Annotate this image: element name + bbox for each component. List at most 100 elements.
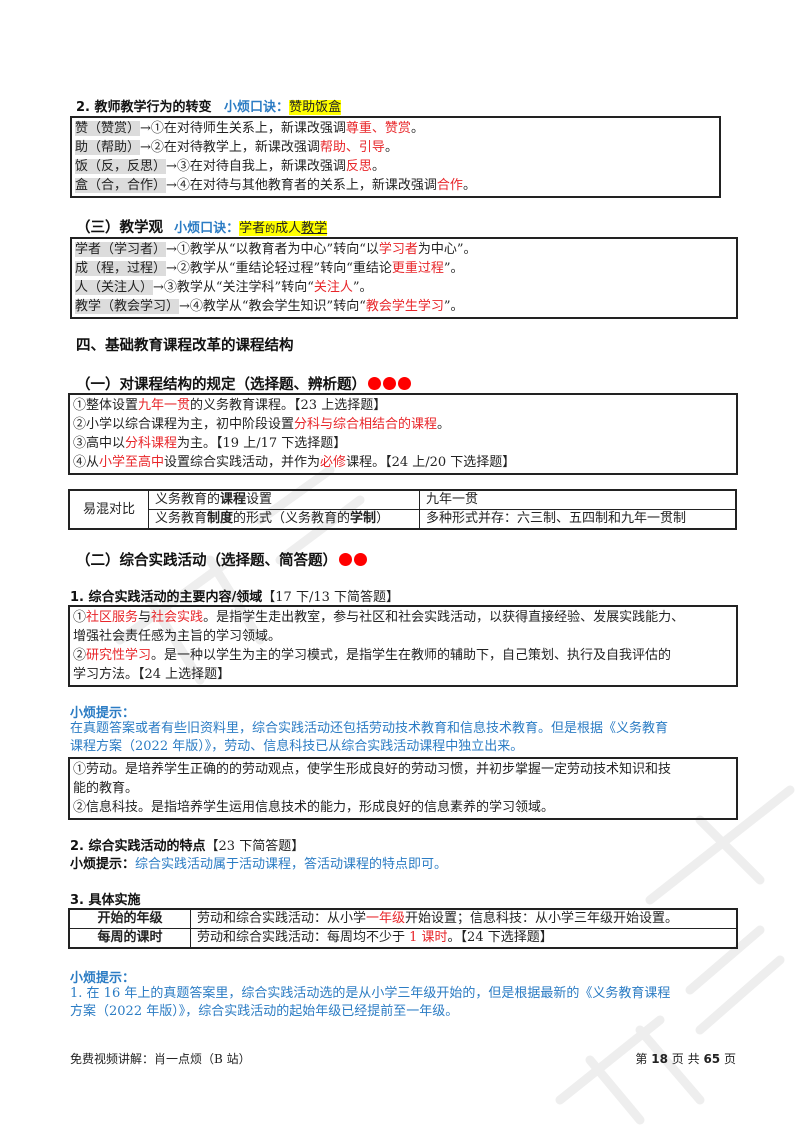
mnemonic-part: 学者 bbox=[239, 221, 266, 236]
compare-label: 易混对比 bbox=[68, 489, 149, 530]
highlight-text: 分科课程 bbox=[125, 436, 178, 451]
text-segment: 。【24 下选择题】 bbox=[447, 930, 553, 945]
highlight-text: 帮助、引导 bbox=[319, 140, 385, 155]
table-row: 易混对比 义务教育的课程设置 九年一贯 bbox=[68, 489, 737, 530]
text-segment: →③教学从“关注学科”转向“ bbox=[153, 280, 314, 295]
highlight-text: 学习者 bbox=[378, 242, 418, 257]
table-cell: 多种形式并存：六三制、五四制和九年一贯制 bbox=[419, 509, 737, 530]
red-dot-icon bbox=[398, 377, 411, 390]
text-segment: ① bbox=[73, 610, 87, 625]
total-pages: 65 bbox=[703, 1052, 721, 1066]
highlight-text: 更重过程 bbox=[391, 261, 444, 276]
table-cell: 劳动和综合实践活动：每周均不少于 1 课时。【24 下选择题】 bbox=[190, 928, 738, 949]
text-segment: 与 bbox=[138, 610, 152, 625]
text-segment: →④教学从“教会学生知识”转向“ bbox=[179, 299, 366, 314]
text-segment: 开始设置；信息科技：从小学三年级开始设置。 bbox=[405, 911, 679, 926]
tip-text: 在真题答案或者有些旧资料里，综合实践活动还包括劳动技术教育和信息技术教育。但是根… bbox=[70, 720, 668, 756]
implementation-table: 开始的年级劳动和综合实践活动：从小学一年级开始设置；信息科技：从小学三年级开始设… bbox=[68, 908, 738, 949]
content-line: ③高中以分科课程为主。【19 上/17 下选择题】 bbox=[73, 434, 733, 453]
highlight-text: 研究性学习 bbox=[86, 648, 152, 663]
tip: 小烦提示：综合实践活动属于活动课程，答活动课程的特点即可。 bbox=[70, 853, 447, 872]
content-line: ②研究性学习。是一种以学生为主的学习模式，是指学生在教师的辅助下，自己策划、执行… bbox=[73, 646, 733, 665]
mnemonic-part: 教学 bbox=[301, 221, 328, 236]
item-title: 1. 综合实践活动的主要内容/领域【17 下/13 下简答题】 bbox=[70, 586, 399, 605]
mnemonic-key: 人（关注人） bbox=[75, 280, 154, 295]
cell-text: 设置 bbox=[246, 492, 273, 507]
highlight-text: 一年级 bbox=[366, 911, 406, 926]
highlight-text: 分科与综合相结合的课程 bbox=[294, 417, 438, 432]
tip-line: 方案（2022 年版）》，综合实践活动的起始年级已经提前至一年级。 bbox=[70, 1004, 459, 1019]
content-line: ②小学以综合课程为主，初中阶段设置分科与综合相结合的课程。 bbox=[73, 415, 733, 434]
part-title: 四、基础教育课程改革的课程结构 bbox=[76, 338, 294, 354]
compare-table: 易混对比 义务教育的课程设置 九年一贯 义务教育制度的形式（义务教育的学制） 多… bbox=[68, 489, 737, 530]
tip-label: 小烦提示： bbox=[70, 706, 136, 721]
text-segment: 。 bbox=[410, 121, 424, 136]
highlight-text: 社会实践 bbox=[151, 610, 204, 625]
cell-text: ） bbox=[376, 511, 390, 526]
tip-text: 1. 在 16 年上的真题答案里，综合实践活动选的是从小学三年级开始的，但是根据… bbox=[70, 985, 670, 1021]
highlight-text: 反思 bbox=[345, 159, 372, 174]
highlight-text: 教会学生学习 bbox=[365, 299, 444, 314]
text-segment: →②在对待教学上，新课改强调 bbox=[140, 140, 320, 155]
section-title: （三）教学观 小烦口诀：学者的成人教学 bbox=[76, 216, 328, 237]
mnemonic-row: 成（程，过程）→②教学从“重结论轻过程”转向“重结论更重过程”。 bbox=[75, 259, 733, 278]
text-segment: ③高中以 bbox=[73, 436, 126, 451]
importance-dots bbox=[366, 377, 411, 393]
tip-label: 小烦口诀： bbox=[224, 100, 290, 115]
mnemonic-row: 赞（赞赏）→①在对待师生关系上，新课改强调尊重、赞赏。 bbox=[75, 119, 716, 138]
text-segment: →①在对待师生关系上，新课改强调 bbox=[140, 121, 346, 136]
section-title: 2. 教师教学行为的转变 小烦口诀：赞助饭盒 bbox=[76, 96, 342, 115]
tip-text: 综合实践活动属于活动课程，答活动课程的特点即可。 bbox=[135, 857, 448, 872]
table-cell: 劳动和综合实践活动：从小学一年级开始设置；信息科技：从小学三年级开始设置。 bbox=[190, 908, 738, 929]
content-line: ①社区服务与社会实践。是指学生走出教室，参与社区和社会实践活动，以获得直接经验、… bbox=[73, 608, 733, 627]
content-line: ①整体设置九年一贯的义务教育课程。【23 上选择题】 bbox=[73, 396, 733, 415]
table-cell: 义务教育的课程设置 bbox=[148, 489, 420, 510]
page-text: 页 bbox=[723, 1052, 736, 1066]
tip-line: 在真题答案或者有些旧资料里，综合实践活动还包括劳动技术教育和信息技术教育。但是根… bbox=[70, 721, 669, 736]
cell-bold: 制度 bbox=[207, 511, 234, 526]
content-line: ①劳动。是培养学生正确的的劳动观点，使学生形成良好的劳动习惯，并初步掌握一定劳动… bbox=[73, 760, 733, 779]
row-header: 每周的课时 bbox=[68, 928, 191, 949]
table-row: 开始的年级劳动和综合实践活动：从小学一年级开始设置；信息科技：从小学三年级开始设… bbox=[68, 908, 738, 929]
text-segment: →②教学从“重结论轻过程”转向“重结论 bbox=[166, 261, 392, 276]
text-segment: 能的教育。 bbox=[73, 781, 139, 796]
page-text: 第 bbox=[635, 1052, 648, 1066]
text-segment: 为中心”。 bbox=[417, 242, 477, 257]
mnemonic-part: 成人 bbox=[275, 221, 302, 236]
text-segment: 为主。【19 上/17 下选择题】 bbox=[177, 436, 347, 451]
text-segment: ② bbox=[73, 648, 87, 663]
structure-rules-box: ①整体设置九年一贯的义务教育课程。【23 上选择题】②小学以综合课程为主，初中阶… bbox=[68, 393, 738, 475]
highlight-text: 社区服务 bbox=[86, 610, 139, 625]
item-title: 2. 综合实践活动的特点【23 下简答题】 bbox=[70, 835, 304, 854]
tip-line: 1. 在 16 年上的真题答案里，综合实践活动选的是从小学三年级开始的，但是根据… bbox=[70, 986, 671, 1001]
mnemonic-row: 学者（学习者）→①教学从“以教育者为中心”转向“以学习者为中心”。 bbox=[75, 240, 733, 259]
text-segment: ①整体设置 bbox=[73, 398, 139, 413]
mnemonic-key: 赞（赞赏） bbox=[75, 121, 141, 136]
text-segment: 。是指学生走出教室，参与社区和社会实践活动，以获得直接经验、发展实践能力、 bbox=[203, 610, 685, 625]
mnemonic: 学者的成人教学 bbox=[239, 221, 328, 236]
table-row: 义务教育制度的形式（义务教育的学制） 多种形式并存：六三制、五四制和九年一贯制 bbox=[69, 509, 737, 530]
mnemonic-row: 教学（教会学习）→④教学从“教会学生知识”转向“教会学生学习”。 bbox=[75, 297, 733, 316]
text-segment: ④从 bbox=[73, 455, 100, 470]
mnemonic-key: 盒（合，合作） bbox=[75, 178, 167, 193]
cell-text: 义务教育的 bbox=[155, 492, 221, 507]
text-segment: →④在对待与其他教育者的关系上，新课改强调 bbox=[166, 178, 437, 193]
mnemonic-row: 助（帮助）→②在对待教学上，新课改强调帮助、引导。 bbox=[75, 138, 716, 157]
text-segment: 课程。【24 上/20 下选择题】 bbox=[346, 455, 516, 470]
highlight-text: 合作 bbox=[436, 178, 463, 193]
text-segment: ”。 bbox=[352, 280, 373, 295]
red-dot-icon bbox=[368, 377, 381, 390]
text-segment: ”。 bbox=[443, 299, 464, 314]
cell-text: 义务教育 bbox=[155, 511, 208, 526]
cell-text: 的形式（义务教育的 bbox=[233, 511, 351, 526]
exam-tag: 【17 下/13 下简答题】 bbox=[262, 590, 399, 605]
red-dot-icon bbox=[354, 553, 367, 566]
labor-it-box: ①劳动。是培养学生正确的的劳动观点，使学生形成良好的劳动习惯，并初步掌握一定劳动… bbox=[68, 757, 738, 820]
text-segment: →③在对待自我上，新课改强调 bbox=[166, 159, 346, 174]
teaching-view-box: 学者（学习者）→①教学从“以教育者为中心”转向“以学习者为中心”。成（程，过程）… bbox=[70, 237, 738, 319]
highlight-text: 九年一贯 bbox=[138, 398, 191, 413]
title-text: （一）对课程结构的规定（选择题、辨析题） bbox=[76, 377, 366, 393]
content-line: 能的教育。 bbox=[73, 779, 733, 798]
mnemonic-key: 助（帮助） bbox=[75, 140, 141, 155]
tip-label: 小烦提示： bbox=[70, 971, 136, 986]
